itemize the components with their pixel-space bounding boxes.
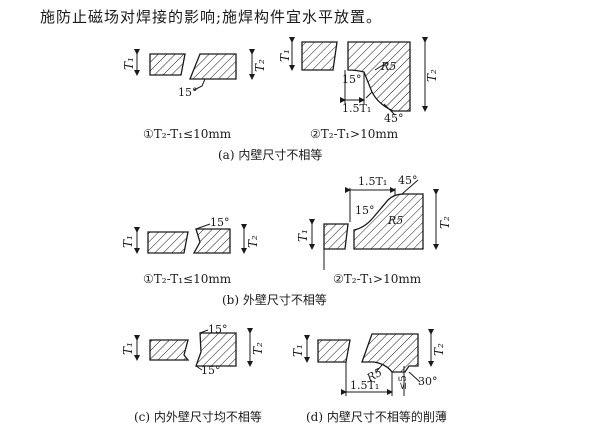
label-1-5t1: 1.5T₁ xyxy=(358,175,387,188)
label-angle-15: 15° xyxy=(355,204,375,217)
plate-t2 xyxy=(195,332,237,367)
subcaption-b1: ①T₂-T₁≤10mm xyxy=(143,272,232,286)
label-1-5t1: 1.5T₁ xyxy=(342,102,371,115)
plate-t1 xyxy=(147,231,189,254)
figure-c xyxy=(149,332,237,367)
subcaption-a1: ①T₂-T₁≤10mm xyxy=(143,127,232,141)
label-angle-15: 15° xyxy=(210,216,230,229)
label-t1: T₁ xyxy=(121,342,135,355)
label-t2: T₂ xyxy=(246,235,260,248)
caption-a: (a) 内壁尺寸不相等 xyxy=(218,147,322,162)
label-t1: T₁ xyxy=(291,344,305,357)
label-t2: T₂ xyxy=(438,216,452,229)
caption-c: (c) 内外壁尺寸均不相等 xyxy=(134,409,262,424)
label-angle-30: 30° xyxy=(418,375,438,388)
label-angle-15-top: 15° xyxy=(208,323,228,336)
caption-d: (d) 内壁尺寸不相等的削薄 xyxy=(306,409,447,424)
plate-t1 xyxy=(323,223,349,250)
figure-b2 xyxy=(323,193,424,250)
plate-t2 xyxy=(353,193,424,250)
label-le5: ≤5 xyxy=(398,375,409,390)
label-angle-15-bottom: 15° xyxy=(201,364,221,377)
subcaption-a2: ②T₂-T₁>10mm xyxy=(310,127,399,141)
caption-b: (b) 外壁尺寸不相等 xyxy=(222,292,327,307)
label-t2: T₂ xyxy=(253,59,267,72)
figure-a2 xyxy=(301,41,411,112)
label-t2: T₂ xyxy=(425,69,439,82)
label-r5: R5 xyxy=(380,60,396,73)
plate-t2 xyxy=(189,53,237,80)
label-angle-15: 15° xyxy=(342,73,362,86)
plate-t1 xyxy=(317,339,351,363)
label-t1: T₁ xyxy=(122,57,136,70)
plate-t1 xyxy=(149,53,186,76)
subcaption-b2: ②T₂-T₁>10mm xyxy=(333,272,422,286)
figure-d xyxy=(317,333,419,373)
label-t2: T₂ xyxy=(432,343,446,356)
label-1-5t1: 1.5T₁ xyxy=(350,379,379,392)
label-r5: R5 xyxy=(387,214,403,227)
label-angle-45: 45° xyxy=(384,112,404,125)
label-angle-15: 15° xyxy=(178,86,198,99)
plate-t1 xyxy=(149,339,190,361)
label-t2: T₂ xyxy=(251,342,265,355)
label-t1: T₁ xyxy=(296,229,310,242)
plate-t2 xyxy=(361,333,419,373)
label-angle-45: 45° xyxy=(398,174,418,187)
figure-a1 xyxy=(149,53,237,80)
plate-t2 xyxy=(192,228,231,254)
plate-t1 xyxy=(301,41,338,71)
label-t1: T₁ xyxy=(121,235,135,248)
label-t1: T₁ xyxy=(278,49,292,62)
intro-text: 施防止磁场对焊接的影响;施焊构件宜水平放置。 xyxy=(40,8,383,26)
figure-b1 xyxy=(147,228,231,254)
